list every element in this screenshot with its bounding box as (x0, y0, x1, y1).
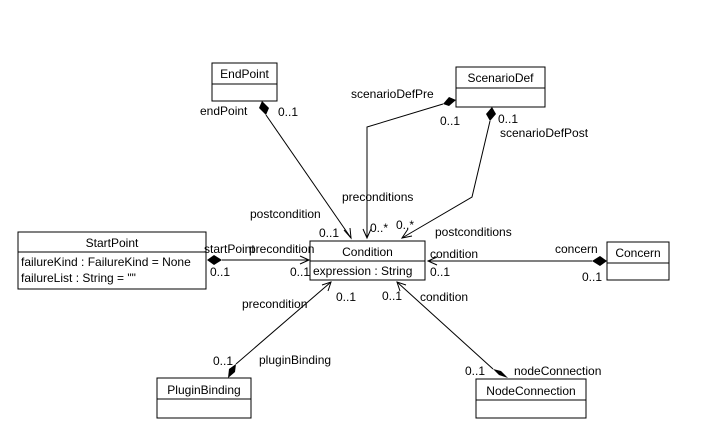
association-startpoint-precondition[interactable] (207, 255, 311, 265)
label-concern-condition-mult: 0..1 (430, 265, 450, 279)
arrowhead-startpoint-precondition (299, 255, 311, 265)
association-scenariodefpost-line (401, 120, 491, 239)
class-pluginbinding-name: PluginBinding (167, 383, 240, 397)
class-startpoint[interactable]: StartPoint failureKind : FailureKind = N… (17, 231, 207, 290)
label-plugin-precondition-role: precondition (242, 297, 307, 311)
class-endpoint[interactable]: EndPoint (211, 62, 278, 102)
label-scenariodefpre-mult: 0..1 (440, 114, 460, 128)
class-startpoint-box (17, 231, 207, 290)
composition-diamond-endpoint (259, 101, 269, 115)
label-pluginbinding-role: pluginBinding (259, 353, 331, 367)
label-postconditions-mult: 0..* (396, 218, 414, 232)
arrowhead-preconditions (362, 228, 372, 240)
class-nodeconnection[interactable]: NodeConnection (475, 378, 587, 419)
arrowhead-concern-condition (426, 256, 438, 266)
class-scenariodef-box (455, 66, 546, 108)
label-concern-mult: 0..1 (582, 270, 602, 284)
class-condition-name: Condition (342, 245, 393, 259)
class-scenariodef-name: ScenarioDef (467, 71, 534, 85)
association-scenariodefpre-preconditions[interactable] (362, 97, 456, 240)
class-condition-attr-expression: expression : String (313, 264, 412, 278)
label-nodeconnection-mult: 0..1 (465, 364, 485, 378)
label-scenariodefpost-role: scenarioDefPost (500, 126, 589, 140)
association-endpoint-postcondition[interactable] (259, 101, 352, 240)
association-scenariodefpre-line (366, 103, 444, 238)
class-pluginbinding[interactable]: PluginBinding (156, 377, 252, 419)
class-endpoint-box (211, 62, 278, 102)
label-scenariodefpost-mult: 0..1 (498, 112, 518, 126)
association-pluginbinding-line (235, 281, 332, 365)
label-scenariodefpre-role: scenarioDefPre (351, 87, 434, 101)
arrowhead-pluginbinding-precondition (321, 281, 332, 292)
label-node-condition-role: condition (420, 290, 468, 304)
association-concern-condition[interactable] (426, 256, 607, 266)
association-nodeconnection-condition[interactable] (396, 281, 508, 378)
class-concern[interactable]: Concern (606, 241, 670, 281)
label-node-condition-mult: 0..1 (382, 289, 402, 303)
composition-diamond-scenariodefpost (486, 107, 496, 121)
association-pluginbinding-precondition[interactable] (228, 281, 332, 378)
label-plugin-precondition-mult: 0..1 (336, 290, 356, 304)
composition-diamond-pluginbinding (228, 364, 236, 378)
label-preconditions-mult: 0..* (370, 221, 388, 235)
association-scenariodefpost-postconditions[interactable] (400, 107, 496, 239)
label-startpoint-mult: 0..1 (210, 265, 230, 279)
composition-diamond-nodeconnection (493, 369, 508, 378)
class-scenariodef[interactable]: ScenarioDef (455, 66, 546, 108)
class-startpoint-attr-failurelist: failureList : String = "" (21, 271, 136, 285)
class-nodeconnection-box (475, 378, 587, 419)
association-endpoint-line (265, 114, 352, 239)
class-nodeconnection-name: NodeConnection (486, 384, 575, 398)
class-startpoint-attr-failurekind: failureKind : FailureKind = None (21, 255, 191, 269)
label-concern-condition-role: condition (430, 247, 478, 261)
label-start-precondition-mult: 0..1 (290, 265, 310, 279)
label-start-precondition-role: precondition (249, 242, 314, 256)
arrowhead-nodeconnection-condition (396, 281, 407, 292)
class-pluginbinding-box (156, 377, 252, 419)
label-startpoint-role: startPoint (204, 242, 255, 256)
class-condition[interactable]: Condition expression : String (309, 240, 426, 281)
label-nodeconnection-role: nodeConnection (514, 364, 601, 378)
label-postconditions-role: postconditions (435, 225, 512, 239)
label-endpoint-role: endPoint (200, 104, 248, 118)
label-preconditions-role: preconditions (342, 190, 413, 204)
class-concern-name: Concern (615, 246, 660, 260)
arrowhead-postconditions (400, 228, 413, 239)
label-concern-role: concern (555, 242, 598, 256)
class-endpoint-name: EndPoint (220, 67, 269, 81)
arrowhead-postcondition (343, 227, 352, 240)
composition-diamond-concern (592, 256, 607, 266)
label-postcondition-role: postcondition (250, 207, 321, 221)
class-startpoint-name: StartPoint (86, 236, 139, 250)
label-postcondition-mult: 0..1 (319, 226, 339, 240)
composition-diamond-scenariodefpre (443, 97, 456, 106)
label-endpoint-mult: 0..1 (278, 105, 298, 119)
association-nodeconnection-line (396, 281, 494, 370)
composition-diamond-startpoint (207, 255, 222, 265)
label-pluginbinding-mult: 0..1 (213, 354, 233, 368)
